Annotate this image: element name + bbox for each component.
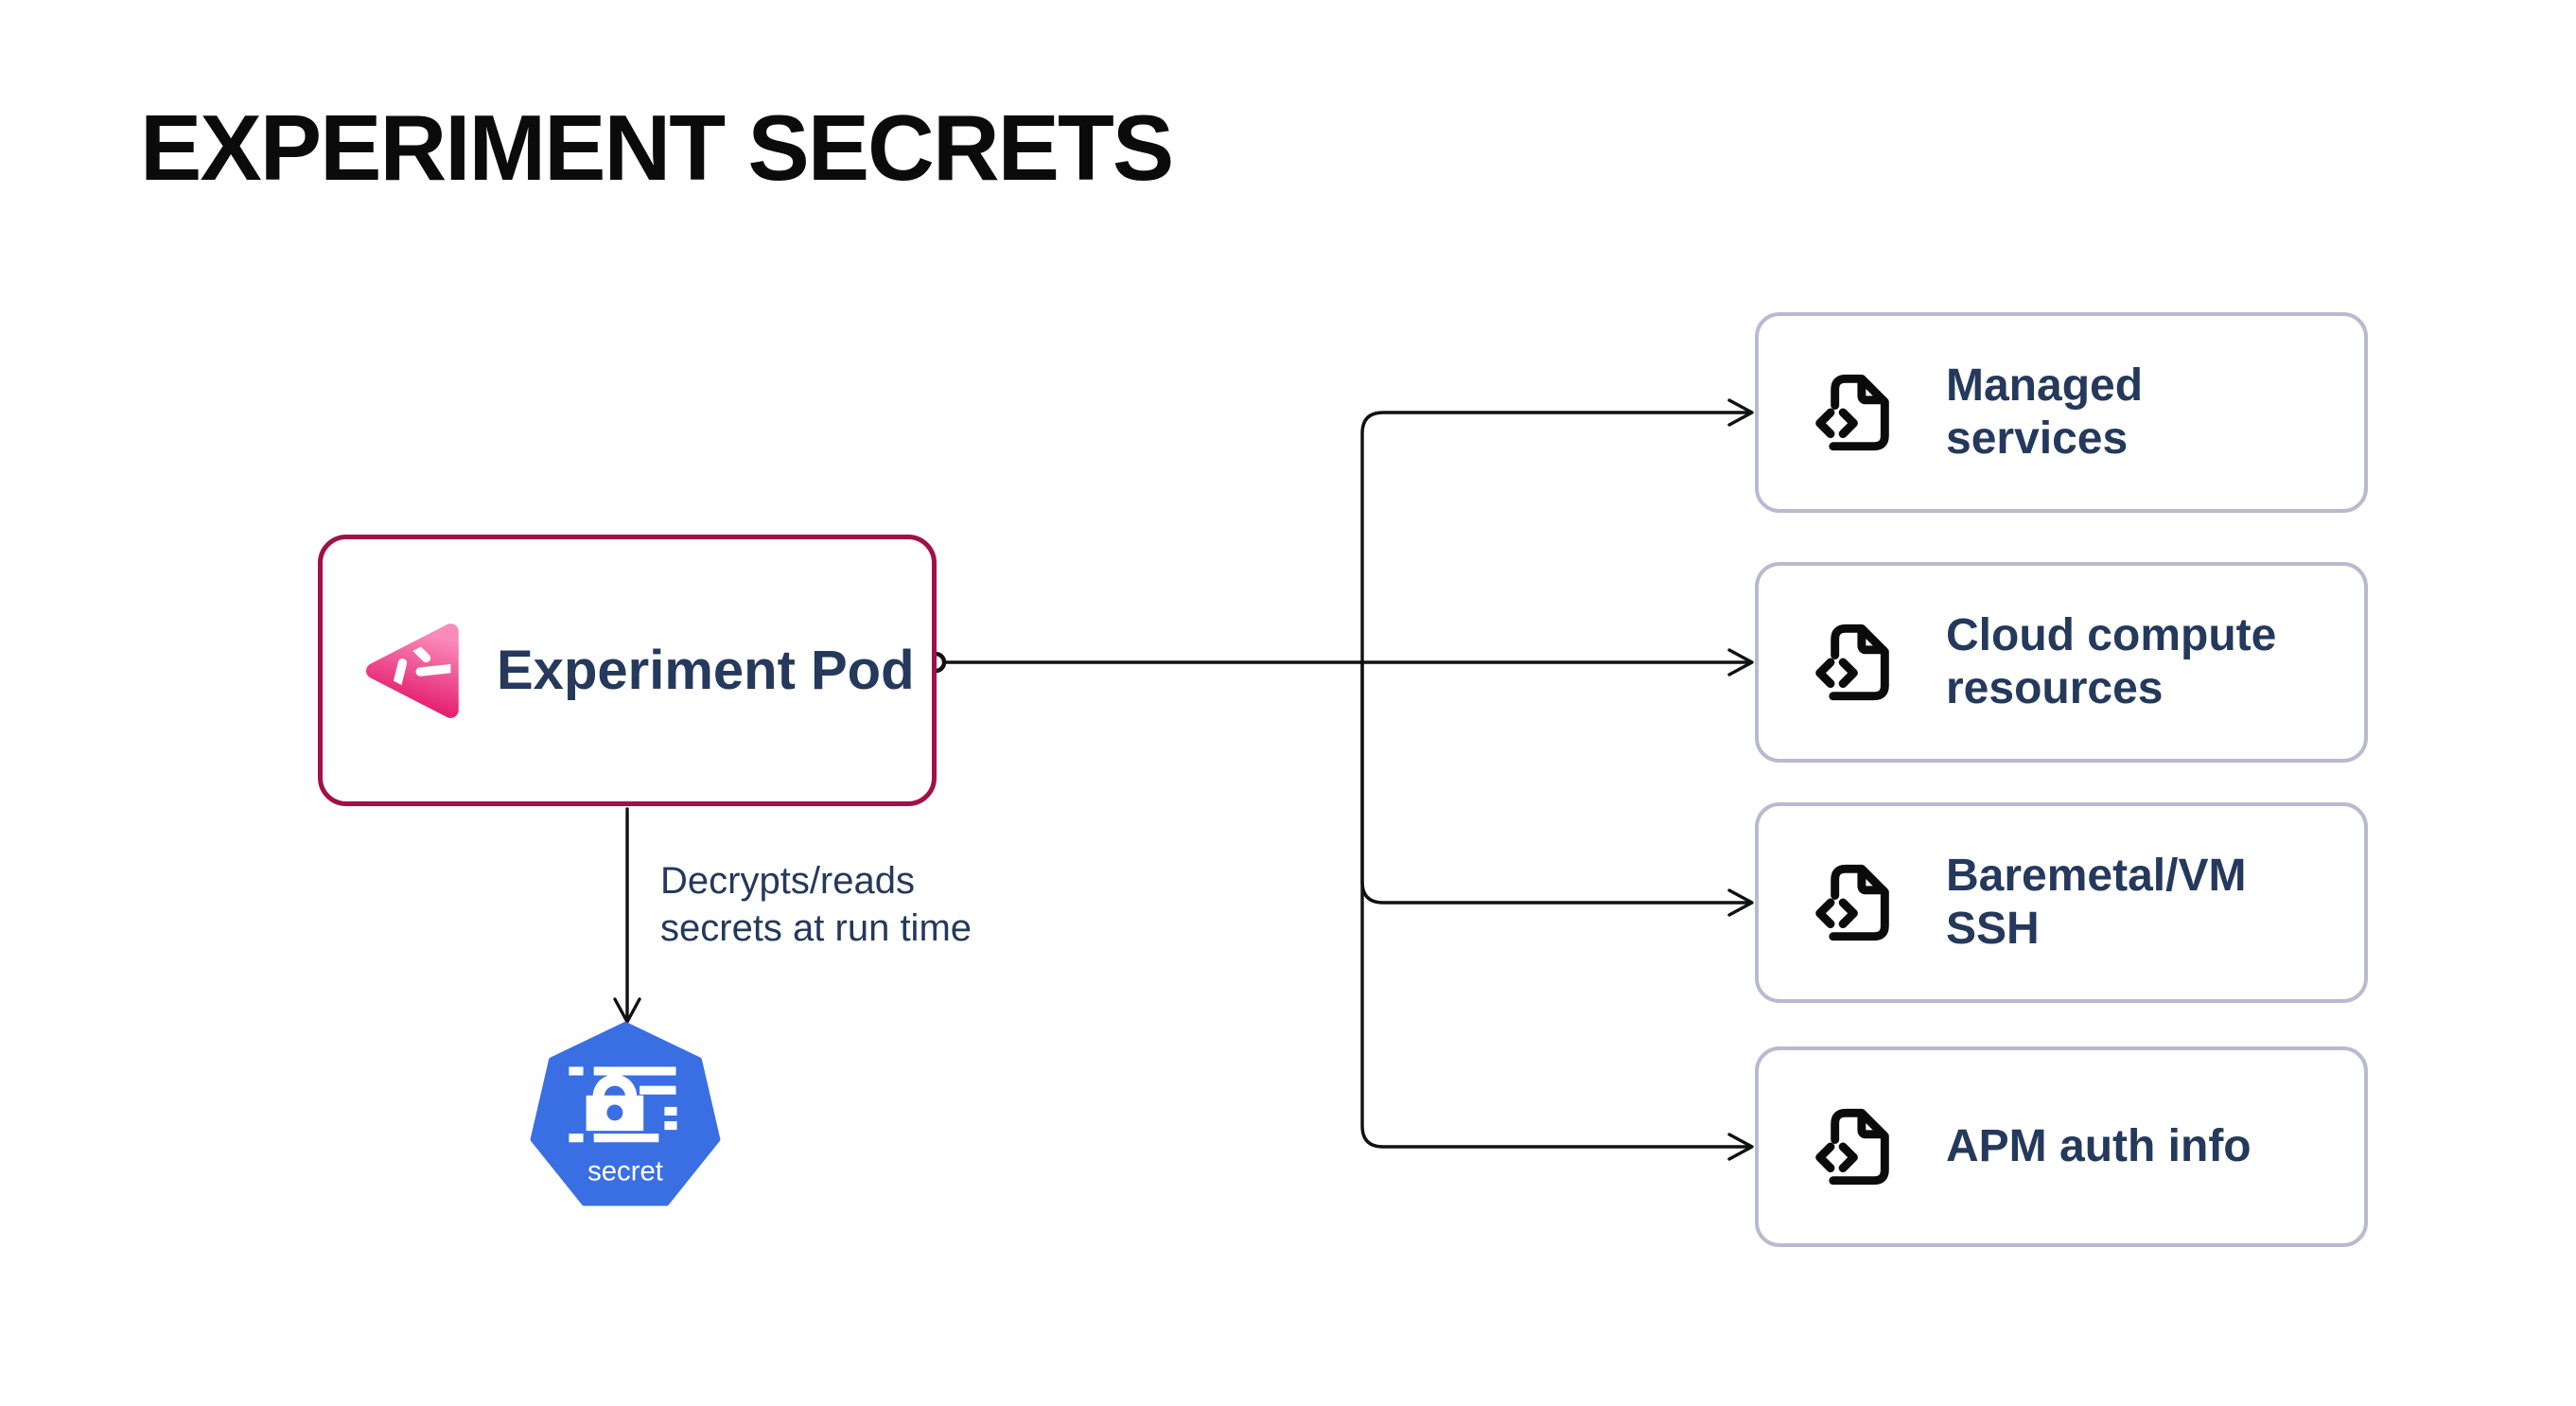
- file-code-icon: [1815, 618, 1904, 707]
- file-code-icon: [1815, 858, 1904, 947]
- file-code-icon: [1815, 1102, 1904, 1191]
- arrowhead-apm: [1727, 1133, 1754, 1161]
- edge-pod-to-managed-services: [1360, 411, 1750, 664]
- secret-label: secret: [587, 1156, 663, 1187]
- arrowhead-cloud-compute: [1727, 648, 1754, 677]
- chaos-experiment-logo-icon: [366, 623, 459, 718]
- edge-pod-to-baremetal: [1360, 660, 1750, 905]
- node-managed-services: Managed services: [1755, 312, 2368, 513]
- page-title: EXPERIMENT SECRETS: [140, 96, 1174, 200]
- experiment-pod-label: Experiment Pod: [497, 640, 915, 701]
- node-label: Cloud compute resources: [1946, 610, 2277, 713]
- edge-pod-to-apm: [1360, 660, 1750, 1149]
- node-label: Baremetal/VM SSH: [1946, 851, 2247, 954]
- arrowhead-managed-services: [1727, 398, 1754, 427]
- node-apm-auth-info: APM auth info: [1755, 1046, 2368, 1247]
- arrowhead-secret: [613, 997, 641, 1024]
- file-code-icon: [1815, 368, 1904, 457]
- node-label: APM auth info: [1946, 1121, 2252, 1171]
- experiment-pod-node: Experiment Pod: [318, 535, 937, 806]
- node-cloud-compute-resources: Cloud compute resources: [1755, 562, 2368, 763]
- node-baremetal-vm-ssh: Baremetal/VM SSH: [1755, 802, 2368, 1003]
- node-label: Managed services: [1946, 360, 2144, 464]
- edge-annotation: Decrypts/reads secrets at run time: [660, 860, 973, 949]
- secret-keyhole: [606, 1104, 623, 1121]
- kubernetes-secret-icon: secret: [530, 1022, 721, 1206]
- arrowhead-baremetal: [1727, 888, 1754, 917]
